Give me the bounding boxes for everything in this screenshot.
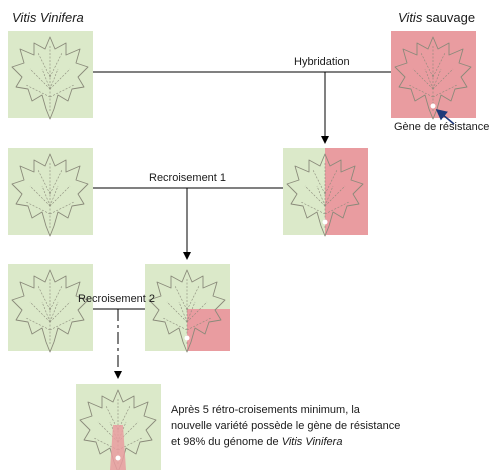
label-recroisement1: Recroisement 1 xyxy=(149,172,227,184)
leaf-hybrid-f1 xyxy=(283,148,368,237)
title-wild: Vitis sauvage xyxy=(398,10,475,25)
final-description-text: Après 5 rétro-croisements minimum, la no… xyxy=(171,404,401,448)
title-wild-species: Vitis xyxy=(398,10,423,25)
gene-dot-icon xyxy=(430,103,436,109)
leaf-vinifera-parent xyxy=(8,31,93,120)
leaf-vinifera-row2 xyxy=(8,148,93,237)
gene-dot-icon xyxy=(322,219,328,225)
label-hybridation: Hybridation xyxy=(294,56,350,68)
gene-dot-icon xyxy=(184,335,190,341)
label-recroisement2: Recroisement 2 xyxy=(78,293,156,305)
final-description-species: Vitis Vinifera xyxy=(281,436,343,448)
final-description: Après 5 rétro-croisements minimum, la no… xyxy=(171,402,401,450)
leaf-wild-parent xyxy=(391,31,476,120)
leaf-backcross-1 xyxy=(145,264,230,353)
title-wild-word: sauvage xyxy=(425,10,476,25)
gene-dot-icon xyxy=(115,455,121,461)
label-gene: Gène de résistance xyxy=(394,121,490,133)
title-vinifera: Vitis Vinifera xyxy=(12,10,84,25)
leaf-final-variety xyxy=(76,384,161,473)
gene-pointer-arrow xyxy=(435,108,455,125)
leaf-vinifera-row3 xyxy=(8,264,93,353)
